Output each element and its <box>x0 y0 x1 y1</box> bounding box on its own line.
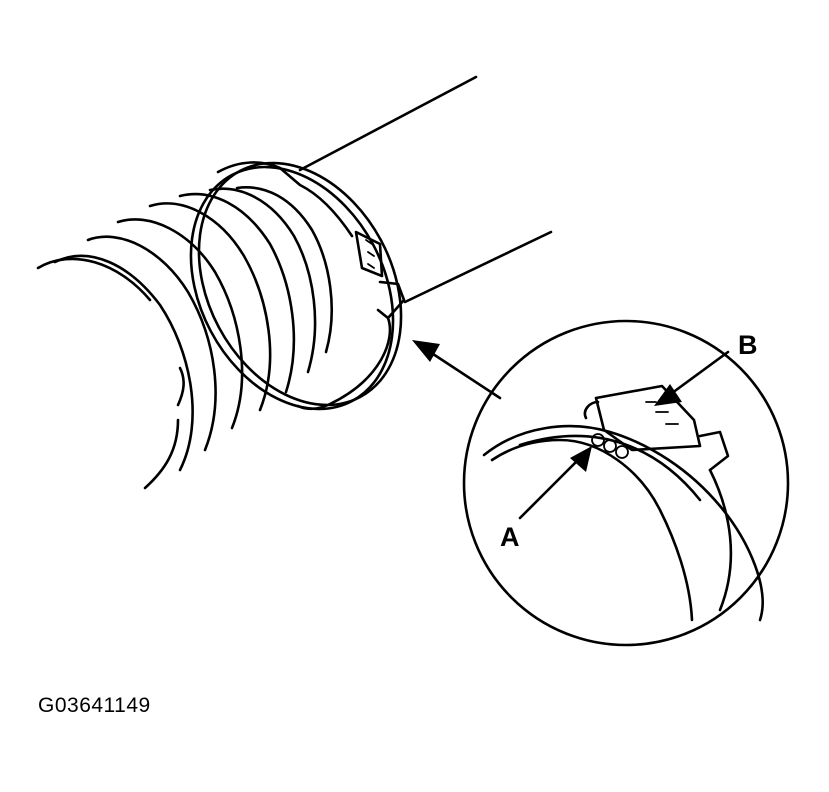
detail-pointer-arrow <box>412 340 502 400</box>
callout-b-label: B <box>738 330 758 360</box>
detail-magnifier <box>462 319 790 647</box>
callout-a: A <box>500 446 592 552</box>
reference-code: G03641149 <box>38 694 151 717</box>
axle-shaft <box>298 75 553 304</box>
boot-clamp-ring <box>189 161 406 411</box>
boot-bellows <box>36 186 334 490</box>
callout-b: B <box>654 330 758 406</box>
callout-a-label: A <box>500 522 520 552</box>
